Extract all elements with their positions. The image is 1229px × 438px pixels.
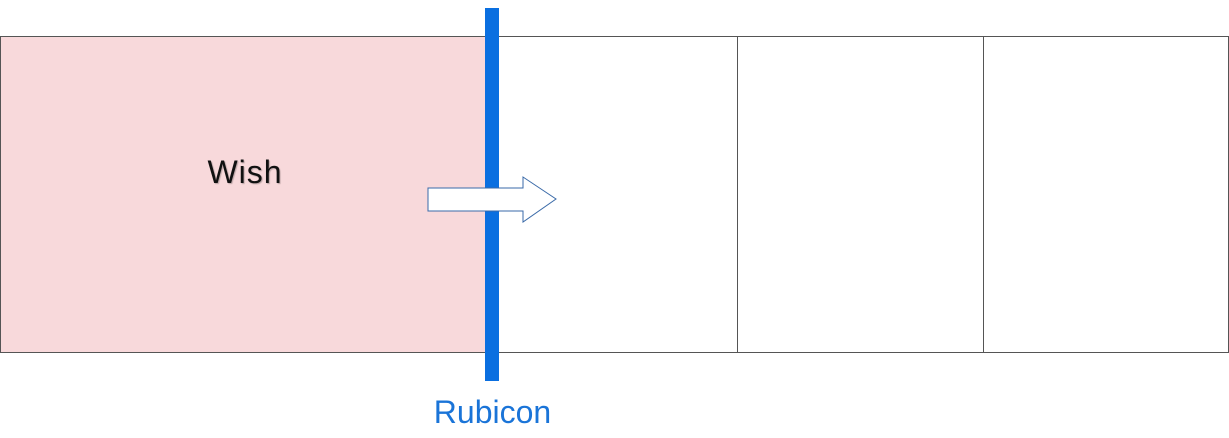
- wish-phase-box: [1, 37, 486, 352]
- phase-divider-3: [983, 37, 984, 352]
- rubicon-label: Rubicon: [433, 394, 552, 430]
- phase-divider-2: [737, 37, 738, 352]
- right-arrow-icon: [427, 176, 557, 223]
- wish-label: Wish: [207, 154, 283, 190]
